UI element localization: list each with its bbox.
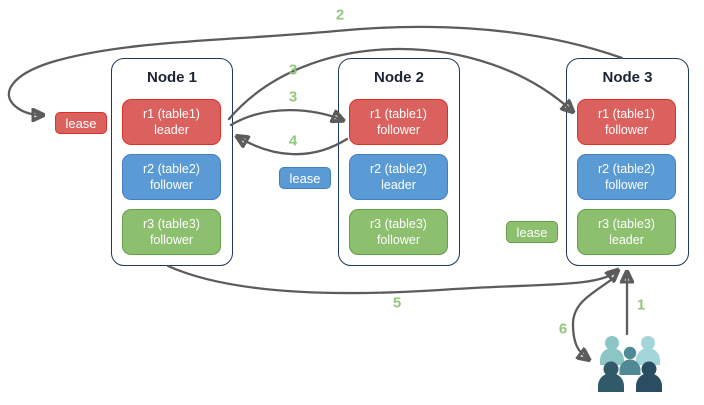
lease-tag-r2: lease	[279, 167, 331, 189]
replica-name: r1 (table1)	[370, 106, 427, 121]
node2-r3-follower-box: r3 (table3) follower	[349, 209, 448, 255]
step-3-upper-label: 3	[288, 61, 298, 79]
node3-r2-follower-box: r2 (table2) follower	[577, 154, 676, 200]
replica-name: r1 (table1)	[143, 106, 200, 121]
step-6-label: 6	[558, 320, 568, 338]
replica-role: follower	[604, 123, 649, 137]
lease-tag-r1: lease	[55, 112, 107, 134]
node-2-title: Node 2	[373, 69, 424, 86]
node-3-box: Node 3 r1 (table1) follower r2 (table2) …	[566, 58, 689, 266]
node-2-box: Node 2 r1 (table1) follower r2 (table2) …	[338, 58, 460, 266]
arrow-step5-forward	[166, 264, 617, 295]
step-4-label: 4	[288, 132, 298, 150]
node-1-title: Node 1	[146, 69, 197, 86]
step-2-label: 2	[335, 6, 345, 24]
user-back-left	[600, 336, 624, 365]
lease-tag-r3: lease	[506, 221, 558, 243]
replica-name: r2 (table2)	[370, 161, 427, 176]
replica-role: follower	[149, 178, 194, 192]
replica-role: follower	[149, 233, 194, 247]
node-1-box: Node 1 r1 (table1) leader r2 (table2) fo…	[111, 58, 233, 266]
replica-role: follower	[604, 178, 649, 192]
node1-r1-leader-box: r1 (table1) leader	[122, 99, 221, 145]
users-icon	[598, 336, 662, 392]
node3-r1-follower-box: r1 (table1) follower	[577, 99, 676, 145]
replica-name: r3 (table3)	[598, 216, 655, 231]
arrow-step2-lease-request	[7, 25, 624, 115]
step-1-label: 1	[636, 296, 646, 314]
replica-role: leader	[381, 178, 416, 192]
replica-name: r1 (table1)	[598, 106, 655, 121]
replica-name: r3 (table3)	[370, 216, 427, 231]
arrow-step3-replicate-to-node2	[229, 109, 342, 127]
node3-r3-leader-box: r3 (table3) leader	[577, 209, 676, 255]
node-3-title: Node 3	[602, 69, 653, 86]
user-back-right	[636, 336, 660, 365]
user-front-right	[636, 361, 662, 392]
node2-r1-follower-box: r1 (table1) follower	[349, 99, 448, 145]
replica-name: r3 (table3)	[143, 216, 200, 231]
replica-name: r2 (table2)	[143, 161, 200, 176]
replica-role: leader	[609, 233, 644, 247]
replica-role: follower	[376, 123, 421, 137]
replica-role: follower	[376, 233, 421, 247]
node2-r2-leader-box: r2 (table2) leader	[349, 154, 448, 200]
replica-role: leader	[154, 123, 189, 137]
user-middle	[619, 346, 641, 375]
user-front-left	[598, 361, 624, 392]
node1-r2-follower-box: r2 (table2) follower	[122, 154, 221, 200]
node1-r3-follower-box: r3 (table3) follower	[122, 209, 221, 255]
replica-name: r2 (table2)	[598, 161, 655, 176]
step-5-label: 5	[392, 294, 402, 312]
step-3-lower-label: 3	[288, 88, 298, 106]
